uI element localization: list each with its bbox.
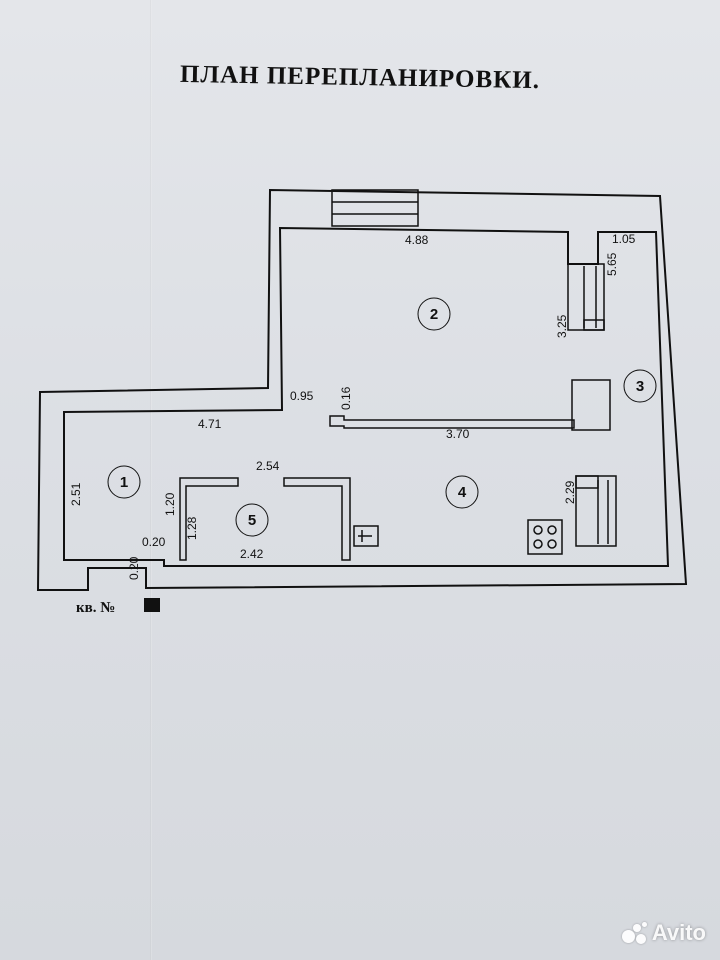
- dim-room5-side-b: 1.28: [185, 516, 199, 540]
- dim-partition: 3.70: [446, 427, 470, 441]
- room-5-number: 5: [248, 512, 256, 529]
- dim-wall-b: 0.20: [127, 556, 141, 580]
- dim-room1-height: 2.51: [69, 482, 83, 506]
- room-1-number: 1: [120, 474, 128, 491]
- stove-icon: [527, 519, 563, 555]
- avito-watermark-text: Avito: [651, 920, 706, 945]
- dim-room3-side: 2.29: [563, 480, 577, 504]
- room-4-number: 4: [458, 484, 467, 501]
- dim-room5-bottom: 2.42: [240, 547, 264, 561]
- paper-fold: [150, 0, 152, 960]
- avito-watermark: Avito: [621, 920, 706, 946]
- sink-icon: [353, 525, 379, 547]
- avito-logo-icon: [621, 922, 648, 944]
- dim-room5-side-a: 1.20: [163, 492, 177, 516]
- outer-walls: [36, 188, 688, 591]
- dim-top-width: 4.88: [405, 233, 429, 247]
- dim-hall-width: 4.71: [198, 417, 222, 431]
- dim-room2-side: 3.25: [555, 314, 569, 338]
- room5-walls: [179, 477, 351, 561]
- window-right-lower: [575, 475, 617, 547]
- apartment-number-redacted: [144, 598, 160, 612]
- window-top: [331, 189, 419, 227]
- dim-right-width: 1.05: [612, 232, 636, 246]
- apartment-label: кв. №: [76, 600, 115, 616]
- dim-room5-top: 2.54: [256, 459, 280, 473]
- window-right-upper: [567, 263, 605, 331]
- partition-wall: [329, 379, 611, 431]
- dim-right-height: 5.65: [605, 252, 619, 276]
- dim-door-width: 0.95: [290, 389, 314, 403]
- dim-wall-a: 0.20: [142, 535, 166, 549]
- room-2-number: 2: [430, 306, 438, 323]
- room-3-number: 3: [636, 378, 644, 395]
- kitchen-fixtures: [353, 519, 563, 555]
- room-circles: [107, 297, 657, 537]
- dim-door-offset: 0.16: [339, 386, 353, 410]
